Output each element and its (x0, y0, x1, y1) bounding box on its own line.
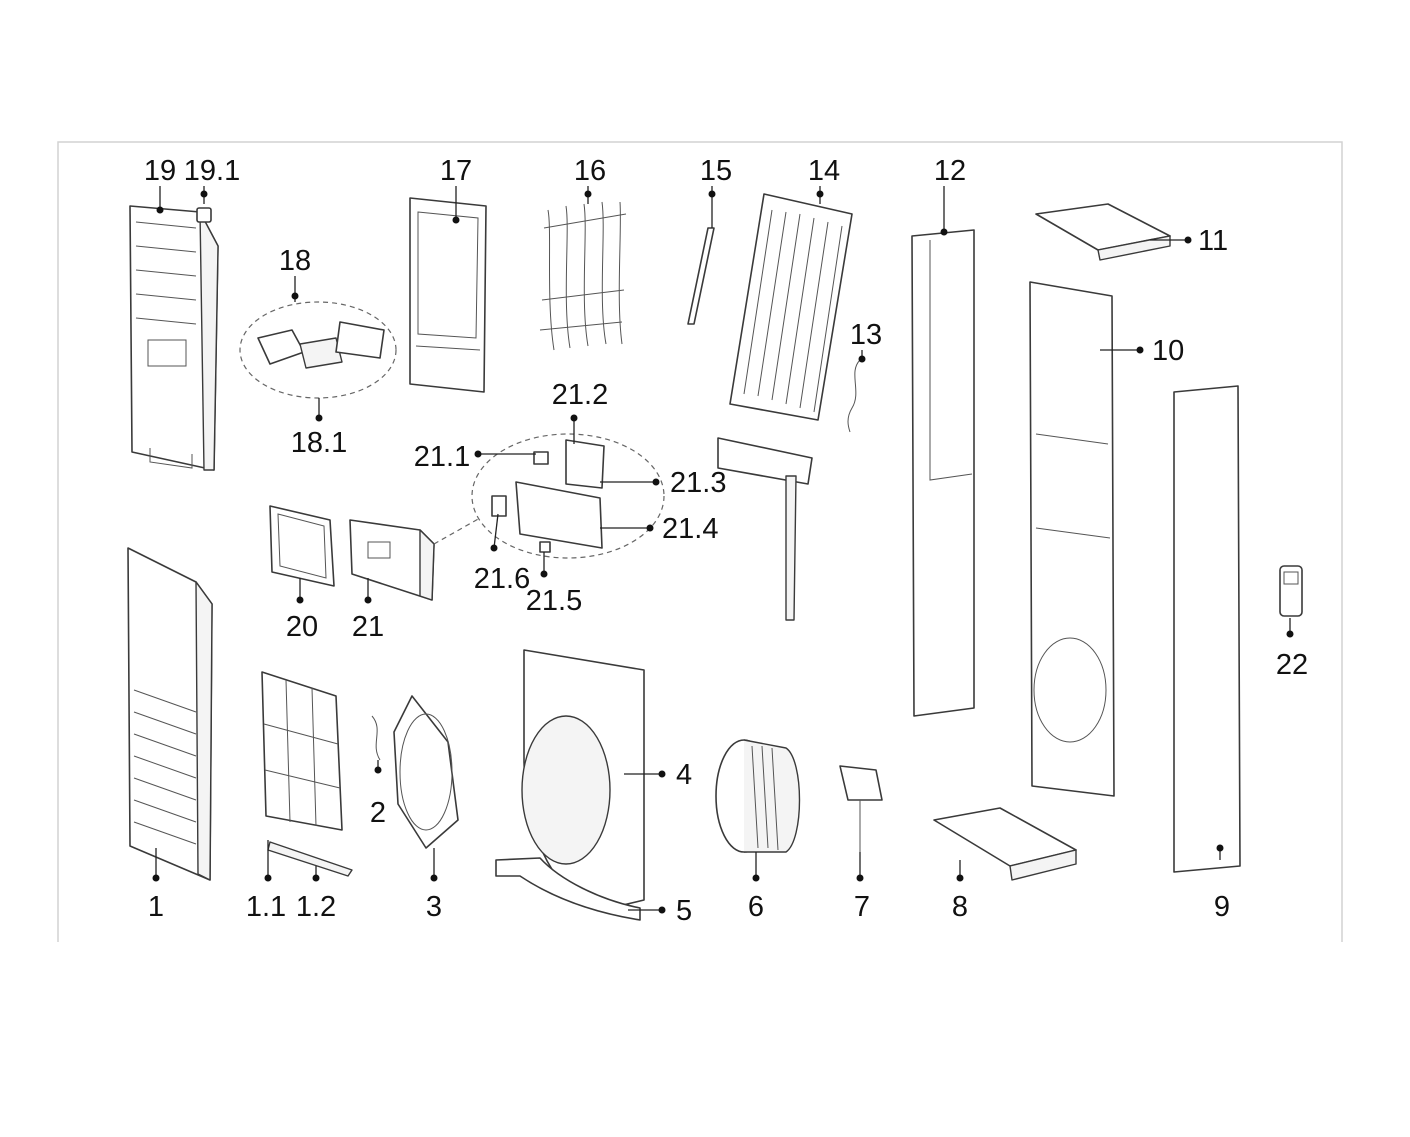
part-18-display-assembly (239, 301, 397, 399)
callout-1-2: 1.2 (296, 891, 336, 923)
callout-10: 10 (1152, 335, 1184, 367)
callout-21-1: 21.1 (414, 441, 470, 473)
callout-19-1: 19.1 (184, 155, 240, 187)
callout-13: 13 (850, 319, 882, 351)
callout-22: 22 (1276, 649, 1308, 681)
callout-21-6: 21.6 (474, 563, 530, 595)
callout-12: 12 (934, 155, 966, 187)
callout-19: 19 (144, 155, 176, 187)
callout-7: 7 (854, 891, 870, 923)
part-12-side-panel (911, 229, 975, 717)
part-20-display-cover (269, 505, 335, 587)
part-3-fan-ring (393, 695, 459, 849)
callout-21: 21 (352, 611, 384, 643)
callout-21-2: 21.2 (552, 379, 608, 411)
callout-11: 11 (1198, 225, 1228, 257)
callout-18: 18 (279, 245, 311, 277)
callout-1-1: 1.1 (246, 891, 286, 923)
part-5-drain-pan (495, 857, 641, 921)
callout-20: 20 (286, 611, 318, 643)
callout-1: 1 (148, 891, 164, 923)
part-22-remote-control (1279, 565, 1303, 617)
part-11-top-cover (1035, 203, 1171, 261)
callout-21-5: 21.5 (526, 585, 582, 617)
callout-8: 8 (952, 891, 968, 923)
callout-18-1: 18.1 (291, 427, 347, 459)
part-14-evaporator (717, 193, 853, 621)
part-9-right-panel (1173, 385, 1241, 873)
callout-14: 14 (808, 155, 840, 187)
part-19-front-panel (129, 205, 219, 471)
part-8-base (933, 807, 1077, 881)
part-13-sensor-wire (847, 359, 861, 433)
leaders (152, 186, 1294, 914)
callout-17: 17 (440, 155, 472, 187)
part-7-motor (839, 765, 883, 852)
callout-16: 16 (574, 155, 606, 187)
diagram-frame (57, 141, 1343, 942)
part-17-rear-panel (409, 197, 487, 393)
callout-4: 4 (676, 759, 692, 791)
part-1-2-filter-strip (267, 841, 353, 877)
callout-6: 6 (748, 891, 764, 923)
part-10-back-plate (1029, 281, 1115, 797)
callout-5: 5 (676, 895, 692, 927)
part-2-wire (371, 715, 381, 761)
part-1-lower-front-panel (127, 547, 213, 881)
part-21-components-group (433, 433, 665, 559)
callout-3: 3 (426, 891, 442, 923)
part-16-heater-elements (539, 201, 627, 351)
callout-21-3: 21.3 (670, 467, 726, 499)
callout-21-4: 21.4 (662, 513, 718, 545)
part-19-1-knob (196, 207, 212, 223)
part-15-seal-strip (687, 227, 715, 325)
part-6-fan-wheel (715, 739, 801, 853)
part-1-1-air-filter (261, 671, 343, 831)
callout-labels: 19 19.1 18 18.1 17 16 15 14 13 12 11 10 … (144, 155, 1308, 927)
callout-15: 15 (700, 155, 732, 187)
callout-9: 9 (1214, 891, 1230, 923)
part-21-electric-box (349, 519, 435, 601)
callout-2: 2 (370, 797, 386, 829)
